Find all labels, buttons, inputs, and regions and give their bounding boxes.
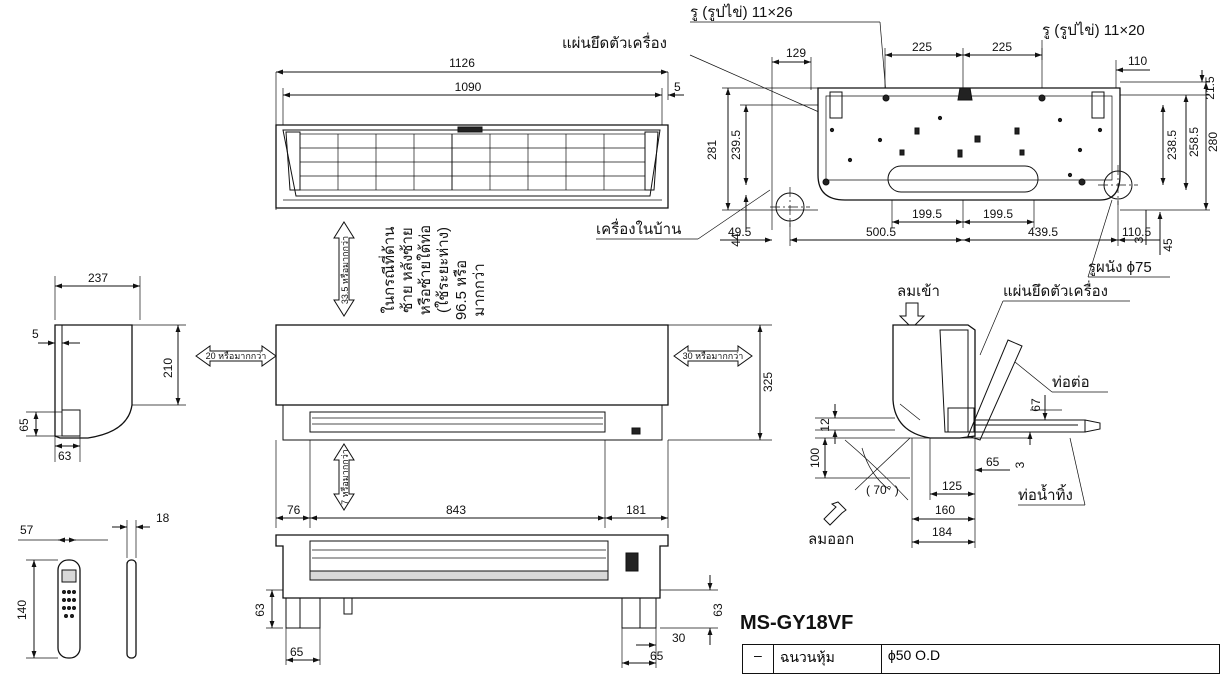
remote-height: 140 (15, 600, 29, 620)
indoor-unit-label: เครื่องในบ้าน (596, 218, 681, 238)
remote-thickness: 18 (156, 511, 170, 525)
air-out-label: ลมออก (808, 531, 854, 548)
dim-65-bottom-left: 65 (290, 645, 304, 659)
dim-199-5-right: 199.5 (983, 207, 1013, 221)
pipe-connect-label: ท่อต่อ (1052, 374, 1090, 391)
dim-100: 100 (808, 448, 822, 468)
drain-pipe-label: ท่อน้ำทิ้ง (1018, 484, 1073, 504)
remote-width: 57 (20, 523, 34, 537)
clearance-note-6: มากกว่า (471, 263, 488, 316)
remote-control-view: 57 140 18 (15, 511, 170, 659)
dim-63-bottom-right: 63 (711, 603, 725, 617)
dim-439-5: 439.5 (1028, 225, 1058, 239)
hole-label-left: รู (รูปไข่) 11×26 (690, 3, 793, 21)
clearance-and-front-view: 33.5 หรือมากกว่า ในกรณีที่ด้าน ซ้าย หลัง… (195, 221, 775, 528)
side-installation-view: ลมเข้า แผ่นยึดตัวเครื่อง ท่อต่อ ท่อน้ำทิ… (808, 280, 1130, 548)
dim-110-5: 110.5 (1122, 225, 1151, 239)
dim-210: 210 (161, 358, 175, 378)
dim-21-5: 21.5 (1203, 76, 1217, 100)
indoor-unit-bottom-view: 63 63 65 65 30 (253, 534, 725, 668)
dim-281: 281 (705, 140, 719, 160)
spec-cell-3: ϕ50 O.D (880, 644, 1220, 674)
dim-843: 843 (446, 503, 466, 517)
dim-225-right: 225 (992, 40, 1012, 54)
hole-label-right: รู (รูปไข่) 11×20 (1042, 21, 1145, 39)
indoor-unit-side-view: 237 5 210 65 63 (17, 271, 186, 463)
clearance-bottom: 7 หรือมากกว่า (340, 449, 350, 505)
dim-5-edge: 5 (674, 80, 681, 94)
dim-199-5-left: 199.5 (912, 207, 942, 221)
dim-110: 110 (1128, 54, 1147, 68)
angle-70: ( 70° ) (866, 483, 899, 497)
spec-table: – ฉนวนหุ้ม ϕ50 O.D (742, 644, 1220, 674)
dim-65-install: 65 (986, 455, 1000, 469)
clearance-note-1: ในกรณีที่ด้าน (378, 227, 398, 314)
dim-239-5: 239.5 (729, 130, 743, 160)
table-row: – ฉนวนหุ้ม ϕ50 O.D (742, 644, 1220, 674)
dim-125: 125 (942, 479, 962, 493)
dim-3-install: 3 (1013, 461, 1027, 468)
dim-1126: 1126 (449, 56, 475, 70)
air-in-label: ลมเข้า (897, 283, 940, 300)
dim-65-bottom-right: 65 (650, 649, 664, 663)
dim-258-5: 258.5 (1187, 127, 1201, 157)
dim-65-side: 65 (17, 418, 31, 432)
dim-225-left: 225 (912, 40, 932, 54)
spec-cell-2: ฉนวนหุ้ม (772, 644, 882, 674)
clearance-left: 20 หรือมากกว่า (206, 351, 267, 361)
model-name: MS-GY18VF (740, 612, 854, 634)
clearance-top: 33.5 หรือมากกว่า (340, 236, 350, 304)
dim-129: 129 (786, 46, 806, 60)
clearance-note-5: 96.5 หรือ (453, 260, 470, 320)
dim-181: 181 (626, 503, 646, 517)
clearance-note-4: (ใช้ระยะห่าง) (434, 227, 452, 313)
dim-325: 325 (761, 372, 775, 392)
dim-184: 184 (932, 525, 952, 539)
dim-280: 280 (1206, 132, 1220, 152)
dim-500-5: 500.5 (866, 225, 896, 239)
dim-1090: 1090 (455, 80, 482, 94)
dim-76: 76 (287, 503, 301, 517)
indoor-unit-front-view: 1126 1090 5 (275, 56, 684, 210)
clearance-right: 30 หรือมากกว่า (683, 351, 744, 361)
dim-49-5: 49.5 (728, 225, 752, 239)
clearance-note-3: หรือซ้ายใต้ท่อ (416, 225, 434, 315)
mount-plate-title: แผ่นยึดตัวเครื่อง (562, 32, 667, 52)
dim-160: 160 (935, 503, 955, 517)
spec-cell-1: – (742, 644, 774, 674)
dim-238-5: 238.5 (1165, 130, 1179, 160)
dim-5-side: 5 (32, 327, 39, 341)
dim-63-side: 63 (58, 449, 72, 463)
dim-45: 45 (1161, 238, 1175, 252)
dim-30: 30 (672, 631, 686, 645)
dim-63-bottom-left: 63 (253, 603, 267, 617)
clearance-note-2: ซ้าย หลังซ้าย (399, 227, 416, 312)
dim-12: 12 (818, 418, 832, 432)
mount-plate-label-2: แผ่นยึดตัวเครื่อง (1003, 280, 1108, 300)
wall-hole-label: รูผนัง ϕ75 (1088, 259, 1152, 276)
dim-67: 67 (1029, 398, 1043, 412)
dim-237: 237 (88, 271, 108, 285)
mount-plate-view: แผ่นยึดตัวเครื่อง รู (รูปไข่) 11×26 รู (… (562, 3, 1220, 278)
